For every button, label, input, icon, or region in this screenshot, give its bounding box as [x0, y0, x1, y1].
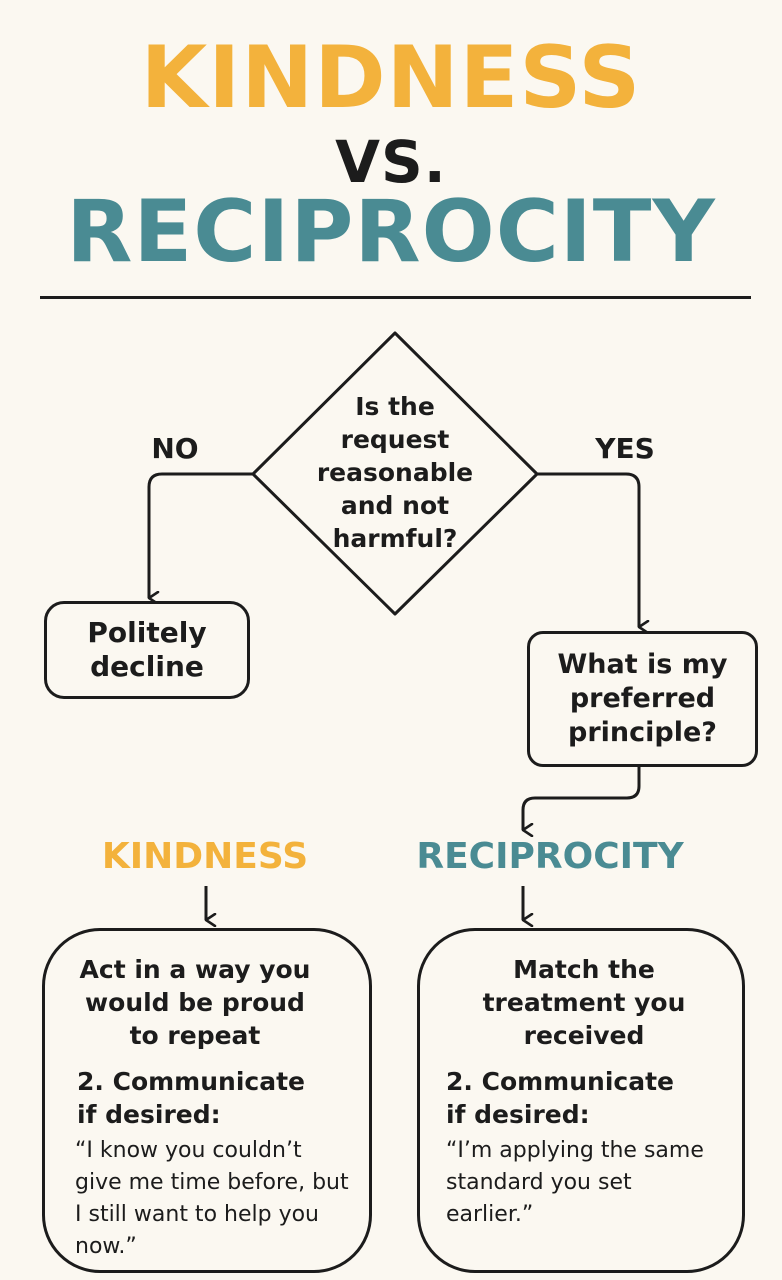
decline-text: Politely decline	[87, 616, 207, 683]
reciprocity-card: Match the treatment you received 2. Comm…	[417, 928, 745, 1273]
title-vs: VS.	[335, 128, 447, 196]
title-reciprocity: RECIPROCITY	[66, 182, 716, 282]
decision-diamond	[251, 331, 539, 616]
kindness-step1: Act in a way you would be proud to repea…	[79, 955, 311, 1050]
reciprocity-step2: 2. Communicate if desired:	[446, 1067, 674, 1129]
yes-label: YES	[595, 432, 655, 465]
kindness-quote: “I know you couldn’t give me time before…	[75, 1138, 349, 1259]
title-kindness: KINDNESS	[140, 28, 642, 128]
reciprocity-step1: Match the treatment you received	[482, 955, 686, 1050]
kindness-card: Act in a way you would be proud to repea…	[42, 928, 372, 1273]
kindness-heading: KINDNESS	[101, 836, 309, 877]
kindness-step2: 2. Communicate if desired:	[77, 1067, 305, 1129]
reciprocity-heading: RECIPROCITY	[416, 836, 684, 877]
decline-box: Politely decline	[44, 601, 250, 699]
principle-box: What is my preferred principle?	[527, 631, 758, 767]
principle-connector	[521, 767, 641, 830]
yes-connector	[537, 472, 639, 627]
principle-text: What is my preferred principle?	[557, 649, 728, 748]
no-label: NO	[151, 432, 199, 465]
reciprocity-quote: “I’m applying the same standard you set …	[446, 1138, 704, 1227]
decision-question: Is the request reasonable and not harmfu…	[316, 392, 474, 553]
no-connector	[147, 472, 253, 598]
title-divider	[40, 296, 751, 299]
